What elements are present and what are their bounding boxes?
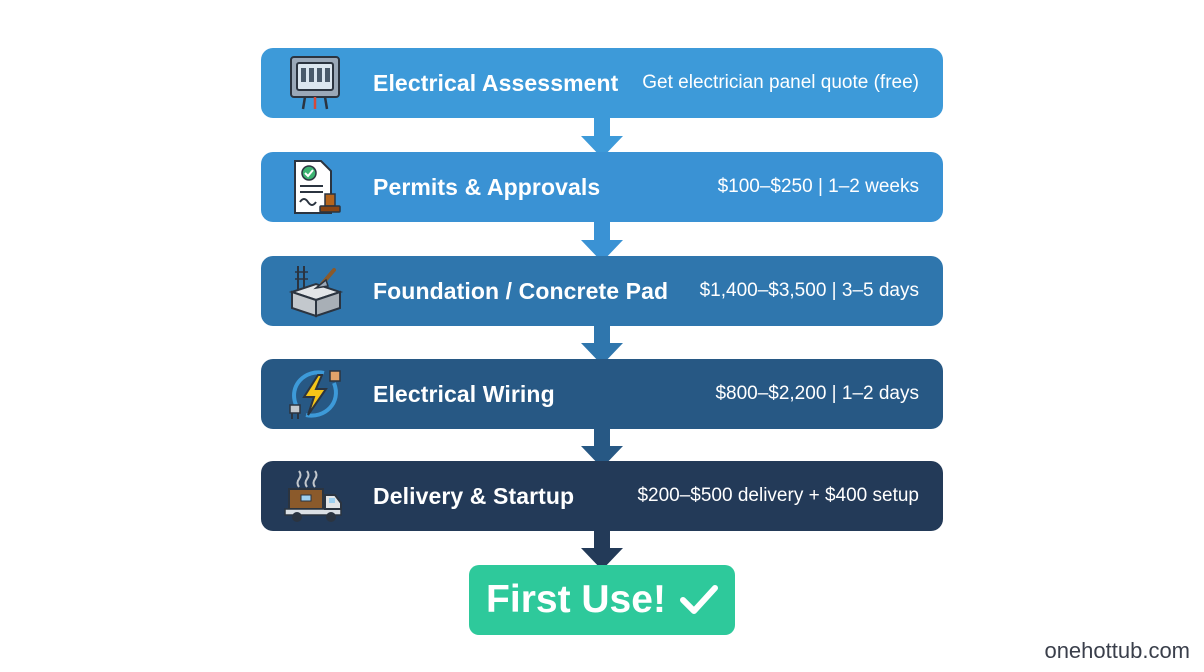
permit-document-icon <box>279 152 351 222</box>
step-title: Delivery & Startup <box>373 482 575 509</box>
concrete-block-icon <box>279 256 351 326</box>
down-arrow-icon <box>581 530 623 570</box>
down-arrow-icon <box>581 118 623 158</box>
delivery-truck-icon <box>279 461 351 531</box>
final-label: First Use! <box>486 578 666 621</box>
watermark: onehottub.com <box>1044 638 1190 663</box>
wiring-bolt-icon <box>279 359 351 429</box>
step-foundation-concrete-pad: Foundation / Concrete Pad $1,400–$3,500 … <box>261 256 943 326</box>
step-delivery-startup: Delivery & Startup $200–$500 delivery + … <box>261 461 943 531</box>
down-arrow-icon <box>581 428 623 468</box>
down-arrow-icon <box>581 325 623 365</box>
step-detail: $100–$250 | 1–2 weeks <box>717 176 919 197</box>
step-title: Electrical Wiring <box>373 380 555 407</box>
step-permits-approvals: Permits & Approvals $100–$250 | 1–2 week… <box>261 152 943 222</box>
down-arrow-icon <box>581 222 623 262</box>
step-title: Permits & Approvals <box>373 173 601 200</box>
step-detail: $200–$500 delivery + $400 setup <box>637 485 919 506</box>
step-electrical-assessment: Electrical Assessment Get electrician pa… <box>261 48 943 118</box>
checkmark-icon <box>679 584 718 616</box>
step-detail: $800–$2,200 | 1–2 days <box>715 383 919 404</box>
step-title: Electrical Assessment <box>373 69 619 96</box>
step-detail: $1,400–$3,500 | 3–5 days <box>699 280 919 301</box>
step-detail: Get electrician panel quote (free) <box>642 72 919 93</box>
step-title: Foundation / Concrete Pad <box>373 277 669 304</box>
electrical-panel-icon <box>279 48 351 118</box>
step-electrical-wiring: Electrical Wiring $800–$2,200 | 1–2 days <box>261 359 943 429</box>
final-step-badge: First Use! <box>469 565 735 635</box>
